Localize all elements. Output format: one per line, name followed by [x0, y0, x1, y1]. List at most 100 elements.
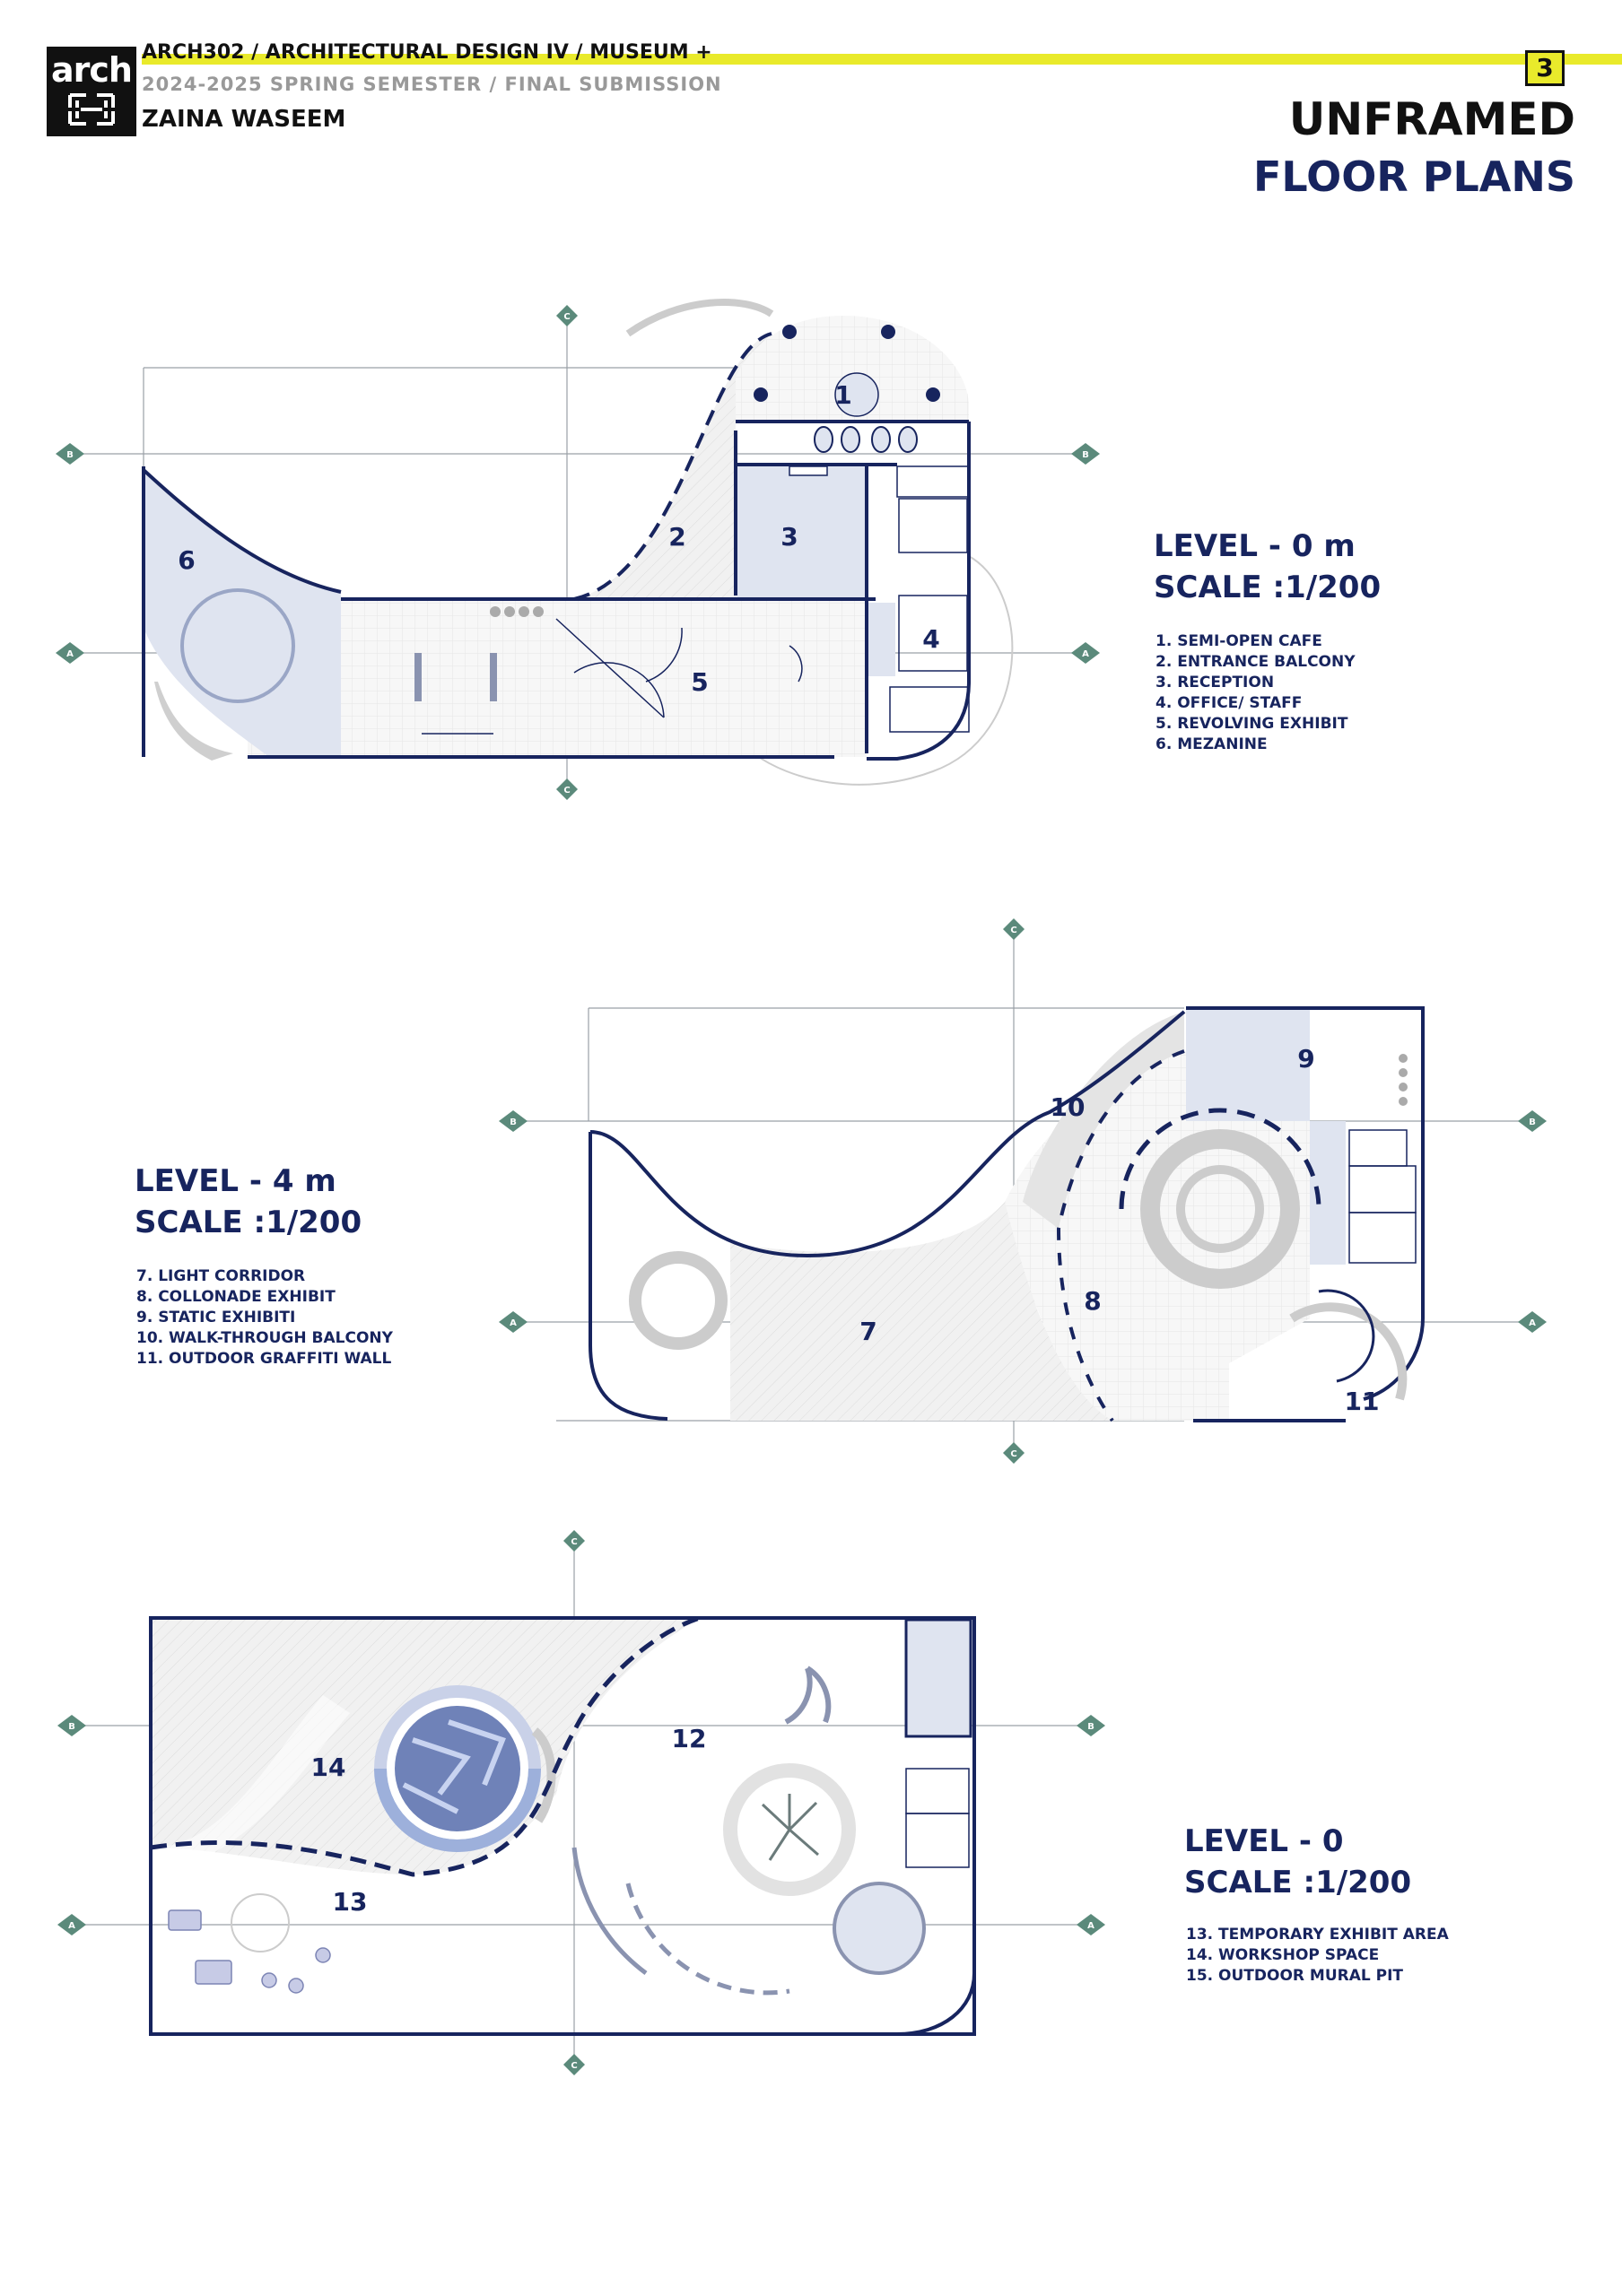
plan-2-balcony-edge — [1056, 1049, 1185, 1422]
plan-3-dashed-arc — [625, 1883, 790, 1996]
plan-2-graffiti-wall — [1289, 1302, 1408, 1401]
svg-text:A: A — [68, 1921, 75, 1931]
plan-3-core-block — [904, 1618, 972, 1738]
legend-item: 7. LIGHT CORRIDOR — [136, 1267, 306, 1285]
grid-marker-icon: A — [1077, 1914, 1105, 1935]
svg-text:A: A — [1082, 649, 1089, 659]
plan-1-mezzanine-ring — [180, 588, 295, 703]
plan-1-cafe-tables — [754, 325, 940, 402]
plan-3-stair — [531, 1727, 556, 1823]
grid-marker-icon: C — [1003, 918, 1025, 940]
legend-item: 4. OFFICE/ STAFF — [1155, 694, 1303, 712]
plan-3-grid-markers: B B A A C C — [57, 1530, 1105, 2075]
plan-1-balcony-edge — [573, 332, 772, 601]
room-label: 10 — [1051, 1092, 1086, 1122]
plan-1-balcony-hatch — [574, 334, 772, 599]
legend-item: 9. STATIC EXHIBITI — [136, 1309, 296, 1326]
plan-1-cafe-seats — [814, 426, 918, 453]
svg-text:A: A — [1087, 1921, 1094, 1931]
project-title: UNFRAMED — [1288, 93, 1575, 145]
plan-1-room-numbers: 1 2 3 4 5 6 — [178, 380, 939, 697]
plan-1-legend: 1. SEMI-OPEN CAFE 2. ENTRANCE BALCONY 3.… — [1155, 631, 1356, 755]
plan-3-workshop-ring-half — [374, 1768, 541, 1852]
svg-text:B: B — [1529, 1118, 1536, 1127]
svg-text:B: B — [1087, 1722, 1094, 1732]
room-label: 7 — [859, 1317, 876, 1346]
plan-3-level: LEVEL - 0 — [1184, 1823, 1344, 1859]
plan-1-roof-arc — [625, 299, 774, 337]
plan-3-scale: SCALE :1/200 — [1184, 1865, 1412, 1900]
room-label: 13 — [333, 1887, 368, 1917]
author-name: ZAINA WASEEM — [142, 106, 346, 133]
plan-2-colonnade-ring — [1119, 1108, 1321, 1210]
plan-1-level: LEVEL - 0 m — [1154, 528, 1356, 564]
svg-text:A: A — [66, 649, 74, 659]
plan-3-legend: 13. TEMPORARY EXHIBIT AREA 14. WORKSHOP … — [1186, 1925, 1449, 1987]
plan-3-tree-icon — [761, 1794, 819, 1861]
plan-2-walls — [589, 1006, 1425, 1422]
room-label: 2 — [668, 522, 685, 552]
plan-1-reception-fill — [737, 466, 865, 597]
plan-2-level: LEVEL - 4 m — [135, 1163, 336, 1199]
svg-text:C: C — [563, 786, 570, 796]
plan-1-cafe-floor — [736, 316, 969, 422]
plan-1-revolving-arc — [753, 555, 1014, 786]
plan-2-corridor-lightwell — [629, 1251, 728, 1350]
plan-2-spiral-core — [1176, 1165, 1264, 1253]
plan-1-exhibit-panel — [414, 653, 422, 701]
grid-marker-icon: C — [556, 778, 578, 800]
plan-3-mural-pit — [833, 1882, 926, 1975]
room-label: 4 — [922, 624, 939, 654]
plan-1-reception-desk — [789, 465, 828, 476]
plan-3-arc-wall — [784, 1665, 832, 1725]
plan-2-graffiti-arc — [1318, 1289, 1375, 1383]
plan-3-round-marker — [231, 1893, 290, 1952]
sheet-subtitle: FLOOR PLANS — [1253, 152, 1575, 201]
plan-1-grid-markers: B B A A C C — [56, 305, 1100, 800]
grid-marker-icon: C — [563, 1530, 585, 1552]
plan-2-scale: SCALE :1/200 — [135, 1205, 362, 1240]
svg-text:B: B — [510, 1118, 517, 1127]
plan-3-ramp-curve — [151, 1695, 350, 1866]
svg-text:C: C — [571, 1537, 577, 1547]
svg-text:C: C — [571, 2061, 577, 2071]
plan-3-walls — [149, 1616, 976, 2036]
room-label: 5 — [691, 667, 708, 697]
plan-level-4m: 7 8 9 10 11 B B A A C C — [499, 918, 1547, 1464]
plan-2-columns — [1399, 1054, 1408, 1106]
plan-2-room-numbers: 7 8 9 10 11 — [859, 1044, 1379, 1416]
plan-2-static-exhibit-fill — [1186, 1010, 1310, 1121]
svg-text:C: C — [563, 312, 570, 322]
legend-item: 8. COLLONADE EXHIBIT — [136, 1288, 336, 1306]
room-label: 11 — [1345, 1387, 1380, 1416]
plan-1-office-fill — [868, 603, 895, 676]
room-label: 1 — [834, 380, 851, 410]
svg-text:C: C — [1010, 926, 1016, 935]
grid-marker-icon: B — [56, 443, 84, 465]
plan-1-mezzanine-fill — [144, 470, 341, 757]
svg-text:B: B — [68, 1722, 75, 1732]
plan-3-workshop-graphic — [402, 1719, 506, 1814]
plan-2-grid-markers: B B A A C C — [499, 918, 1547, 1464]
plan-2-balcony-fill — [1023, 1012, 1184, 1229]
room-label: 6 — [178, 545, 195, 575]
room-label: 8 — [1084, 1286, 1101, 1316]
course-title: ARCH302 / ARCHITECTURAL DESIGN IV / MUSE… — [142, 41, 712, 64]
plan-level-0m: 1 2 3 4 5 6 B B A A C C — [56, 299, 1100, 800]
legend-item: 13. TEMPORARY EXHIBIT AREA — [1186, 1926, 1449, 1944]
semester-label: 2024-2025 SPRING SEMESTER / FINAL SUBMIS… — [142, 74, 722, 95]
grid-marker-icon: A — [499, 1311, 528, 1333]
svg-text:C: C — [1010, 1449, 1016, 1459]
arch-logo: arch — [47, 47, 136, 136]
plan-2-spiral-ramp — [1140, 1129, 1300, 1289]
page-number-badge: 3 — [1525, 50, 1565, 86]
grid-marker-icon: C — [1003, 1442, 1025, 1464]
grid-marker-icon: B — [1518, 1110, 1547, 1132]
grid-marker-icon: B — [499, 1110, 528, 1132]
room-label: 3 — [780, 522, 798, 552]
legend-item: 10. WALK-THROUGH BALCONY — [136, 1329, 393, 1347]
plan-3-room-numbers: 12 13 14 — [311, 1724, 707, 1917]
legend-item: 15. OUTDOOR MURAL PIT — [1186, 1967, 1404, 1985]
plan-1-service-core — [889, 465, 970, 733]
